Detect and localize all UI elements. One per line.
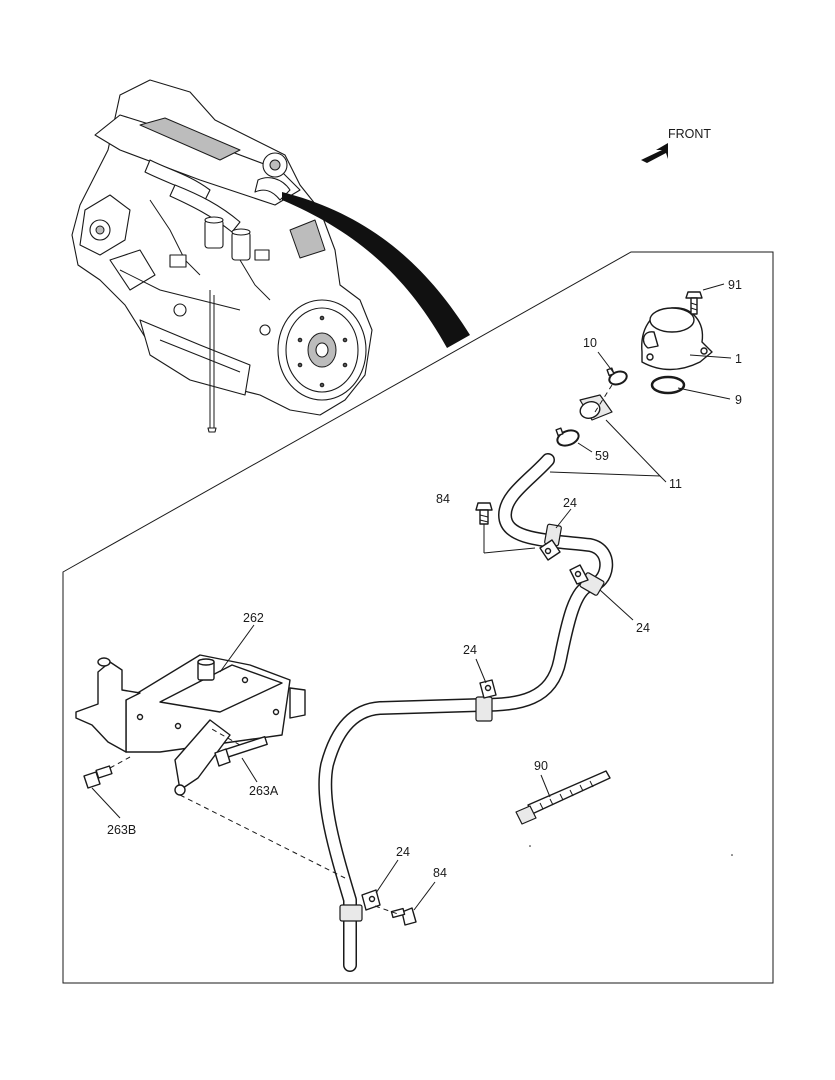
leader-lines <box>91 283 732 911</box>
bolt-263A <box>214 736 268 767</box>
bracket-262 <box>75 654 306 796</box>
callout-24-bottom: 24 <box>396 845 410 859</box>
water-pipe <box>318 453 614 972</box>
speck <box>731 854 733 856</box>
callout-labels: 91 1 10 9 59 11 84 24 24 24 262 263A 263… <box>107 278 742 880</box>
speck <box>529 845 531 847</box>
front-label: FRONT <box>668 127 711 141</box>
callout-24-middle: 24 <box>636 621 650 635</box>
callout-91: 91 <box>728 278 742 292</box>
callout-262: 262 <box>243 611 264 625</box>
pipe-clamp-bottom <box>339 889 381 922</box>
hose-clamp-59 <box>555 427 580 447</box>
thermostat-cover <box>641 307 713 371</box>
hose-clamp-10 <box>606 367 628 386</box>
bolt-91 <box>685 291 703 315</box>
hose-sleeve-11 <box>579 394 613 421</box>
callout-90: 90 <box>534 759 548 773</box>
callout-263B: 263B <box>107 823 136 837</box>
o-ring-9 <box>650 375 686 395</box>
pipe-clamp-upper <box>539 523 562 561</box>
callout-10: 10 <box>583 336 597 350</box>
pipe-clamp-lower <box>475 679 497 722</box>
bolt-84-top <box>475 502 493 525</box>
callout-84-bottom: 84 <box>433 866 447 880</box>
engine-illustration <box>71 79 373 433</box>
callout-24-upper: 24 <box>563 496 577 510</box>
callout-9: 9 <box>735 393 742 407</box>
bolt-263B <box>83 765 113 789</box>
front-arrow-icon <box>641 143 668 163</box>
callout-59: 59 <box>595 449 609 463</box>
detail-frame <box>62 251 774 984</box>
cable-tie-90 <box>515 770 611 825</box>
bolt-84-bottom <box>390 907 417 926</box>
callout-1: 1 <box>735 352 742 366</box>
callout-263A: 263A <box>249 784 279 798</box>
assembly-guides <box>109 384 613 915</box>
front-indicator: FRONT <box>641 127 711 163</box>
callout-11: 11 <box>669 477 682 491</box>
callout-84-top: 84 <box>436 492 450 506</box>
pipe-clamp-middle <box>569 564 605 596</box>
detail-callout-wedge <box>282 192 470 348</box>
callout-24-lower: 24 <box>463 643 477 657</box>
